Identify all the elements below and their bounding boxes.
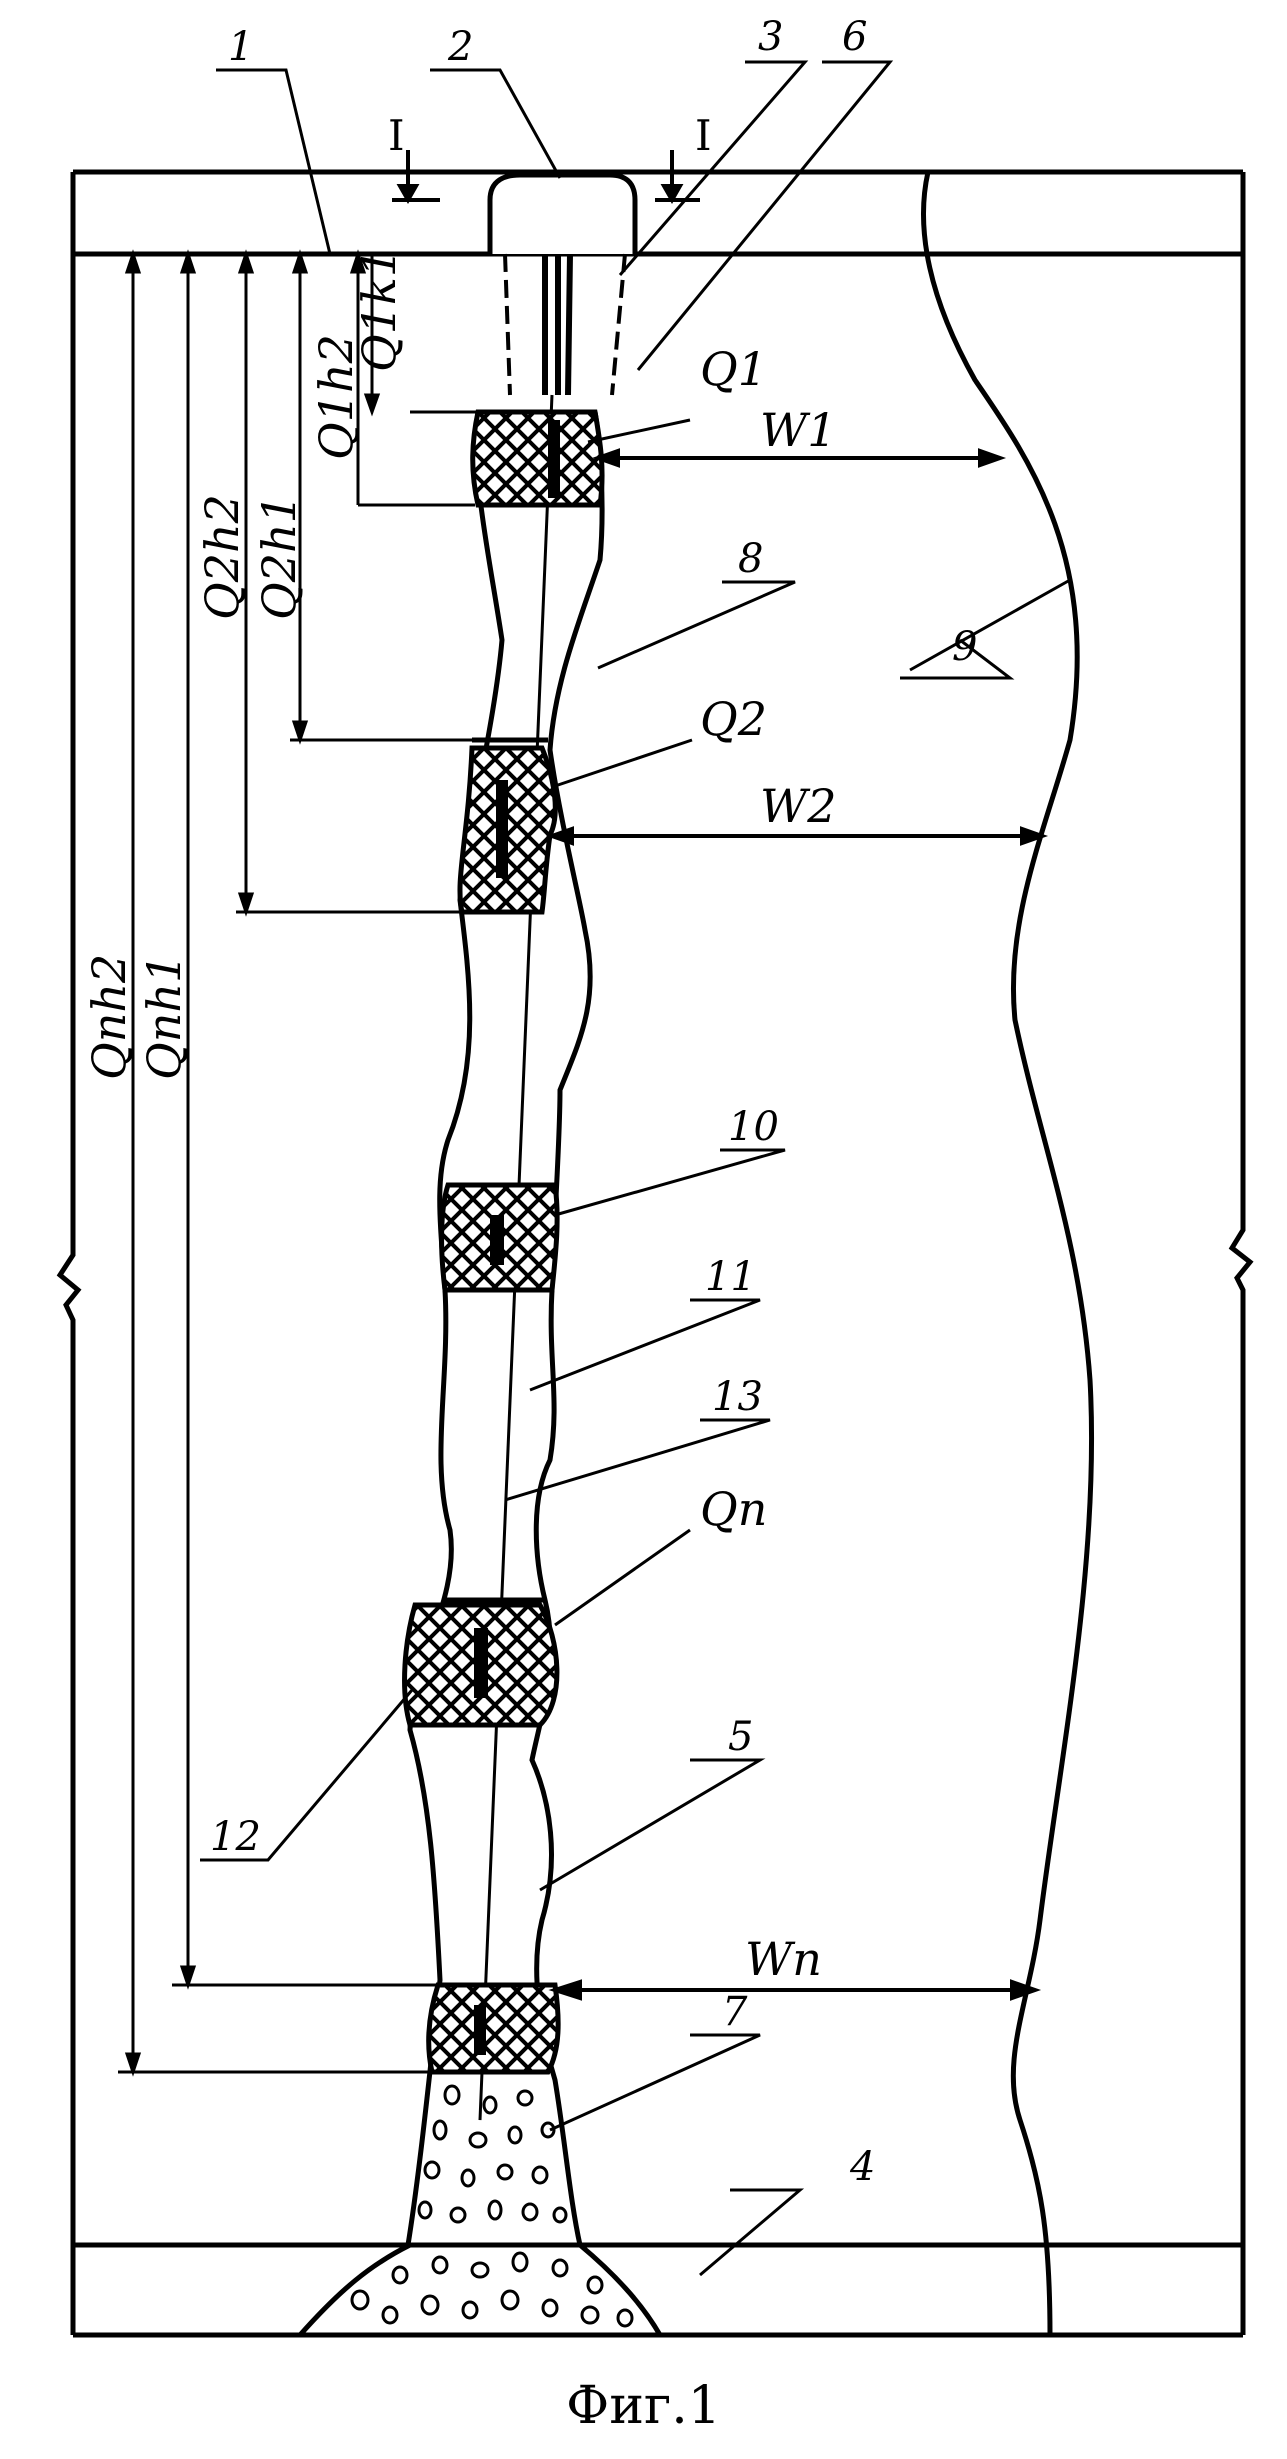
burden-w2: W2 (760, 779, 837, 833)
burden-wn: Wn (745, 1932, 822, 1986)
callout-5: 5 (728, 1714, 753, 1760)
charge-q2 (460, 748, 555, 912)
figure-caption: Фиг.1 (0, 2376, 1287, 2436)
burden-arrows (552, 451, 1042, 1998)
dim-qnh2: Qnh2 (82, 954, 136, 1080)
section-mark-left: I (388, 111, 405, 160)
callout-2: 2 (447, 24, 473, 70)
callout-12: 12 (210, 1814, 261, 1860)
dim-q1h2: Q1h2 (309, 334, 363, 460)
callout-10: 10 (728, 1104, 779, 1150)
charge-bottom (429, 1985, 558, 2072)
dim-q2h1: Q2h1 (252, 494, 306, 620)
dim-qnh1: Qnh1 (137, 954, 191, 1080)
charge-q1 (473, 412, 602, 505)
burden-w1: W1 (760, 403, 837, 457)
callout-9: 9 (952, 624, 977, 670)
charge-intermediate (442, 1185, 558, 1290)
frame-left-edge (60, 172, 78, 2335)
blasthole-wall-left (408, 412, 502, 2245)
blasthole-upper-walls (505, 254, 625, 395)
callout-7: 7 (722, 1989, 748, 2035)
charge-label-q2: Q2 (700, 692, 767, 746)
callout-3: 3 (758, 14, 783, 60)
dim-q2h2: Q2h2 (195, 494, 249, 620)
stemming-plug (490, 175, 635, 254)
callout-1: 1 (228, 24, 253, 70)
callout-4: 4 (849, 2144, 875, 2190)
charge-label-qn: Qn (700, 1482, 767, 1536)
frame-right-edge (1232, 172, 1250, 2335)
callout-13: 13 (712, 1374, 763, 1420)
crushed-stone-fill (300, 2086, 660, 2335)
blasthole-wall-right (532, 412, 602, 2245)
free-face-contour (923, 172, 1091, 2335)
callout-8: 8 (738, 536, 763, 582)
callout-6: 6 (842, 14, 867, 60)
callout-11: 11 (705, 1254, 756, 1300)
detonating-cord-bundle (545, 254, 570, 395)
section-mark-right: I (695, 111, 712, 160)
charge-qn (405, 1605, 557, 1725)
charge-label-q1: Q1 (700, 342, 767, 396)
